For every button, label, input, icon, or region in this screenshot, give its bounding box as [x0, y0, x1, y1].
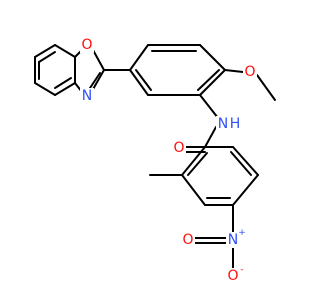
bond-double-inner — [38, 51, 56, 63]
molecule-structure-diagram: O N O N H O N + O — [34, 37, 276, 284]
bond — [91, 69, 105, 92]
bond — [232, 146, 259, 176]
svg-text:O: O — [173, 140, 184, 156]
svg-text:+: + — [238, 228, 246, 238]
bond-lines — [34, 44, 276, 269]
bond — [34, 44, 56, 58]
svg-text:O: O — [227, 268, 238, 284]
bond — [232, 174, 259, 206]
atom-oxazole-o: O — [80, 37, 94, 53]
bond — [54, 82, 76, 96]
svg-text:N: N — [82, 88, 92, 104]
bond — [54, 44, 76, 58]
bond — [224, 69, 244, 73]
bond — [181, 174, 206, 206]
atom-nitro-o2: O - — [226, 265, 244, 284]
bond — [129, 69, 149, 96]
atom-oxazole-n: N — [80, 88, 94, 104]
atom-methoxy-o: O — [243, 64, 257, 80]
bond — [129, 44, 149, 71]
bond-double-inner — [89, 72, 101, 89]
svg-text:O: O — [182, 232, 193, 248]
svg-text:N: N — [218, 116, 228, 132]
bond — [199, 69, 226, 96]
bond-double-inner — [230, 151, 252, 176]
bond-double-inner — [197, 69, 220, 91]
bond — [256, 74, 276, 101]
bond — [181, 146, 206, 176]
bond-double-inner — [187, 152, 208, 176]
bond — [34, 82, 56, 96]
bond — [199, 44, 226, 71]
svg-text:O: O — [81, 37, 92, 53]
bond-double-inner — [135, 69, 152, 91]
atom-labels: O N O N H O N + O — [80, 37, 257, 284]
svg-text:N: N — [228, 232, 238, 248]
bond — [204, 126, 217, 148]
svg-text:O: O — [244, 64, 255, 80]
atom-carbonyl-o: O — [172, 140, 186, 156]
bond — [92, 49, 105, 71]
atom-amide-nh: N H — [216, 116, 242, 132]
bond-double-inner — [54, 77, 72, 89]
svg-text:-: - — [240, 265, 243, 275]
atom-nitro-n: N + — [226, 228, 246, 248]
bond — [199, 94, 219, 119]
atom-nitro-o1: O — [181, 232, 195, 248]
svg-text:H: H — [230, 116, 241, 132]
